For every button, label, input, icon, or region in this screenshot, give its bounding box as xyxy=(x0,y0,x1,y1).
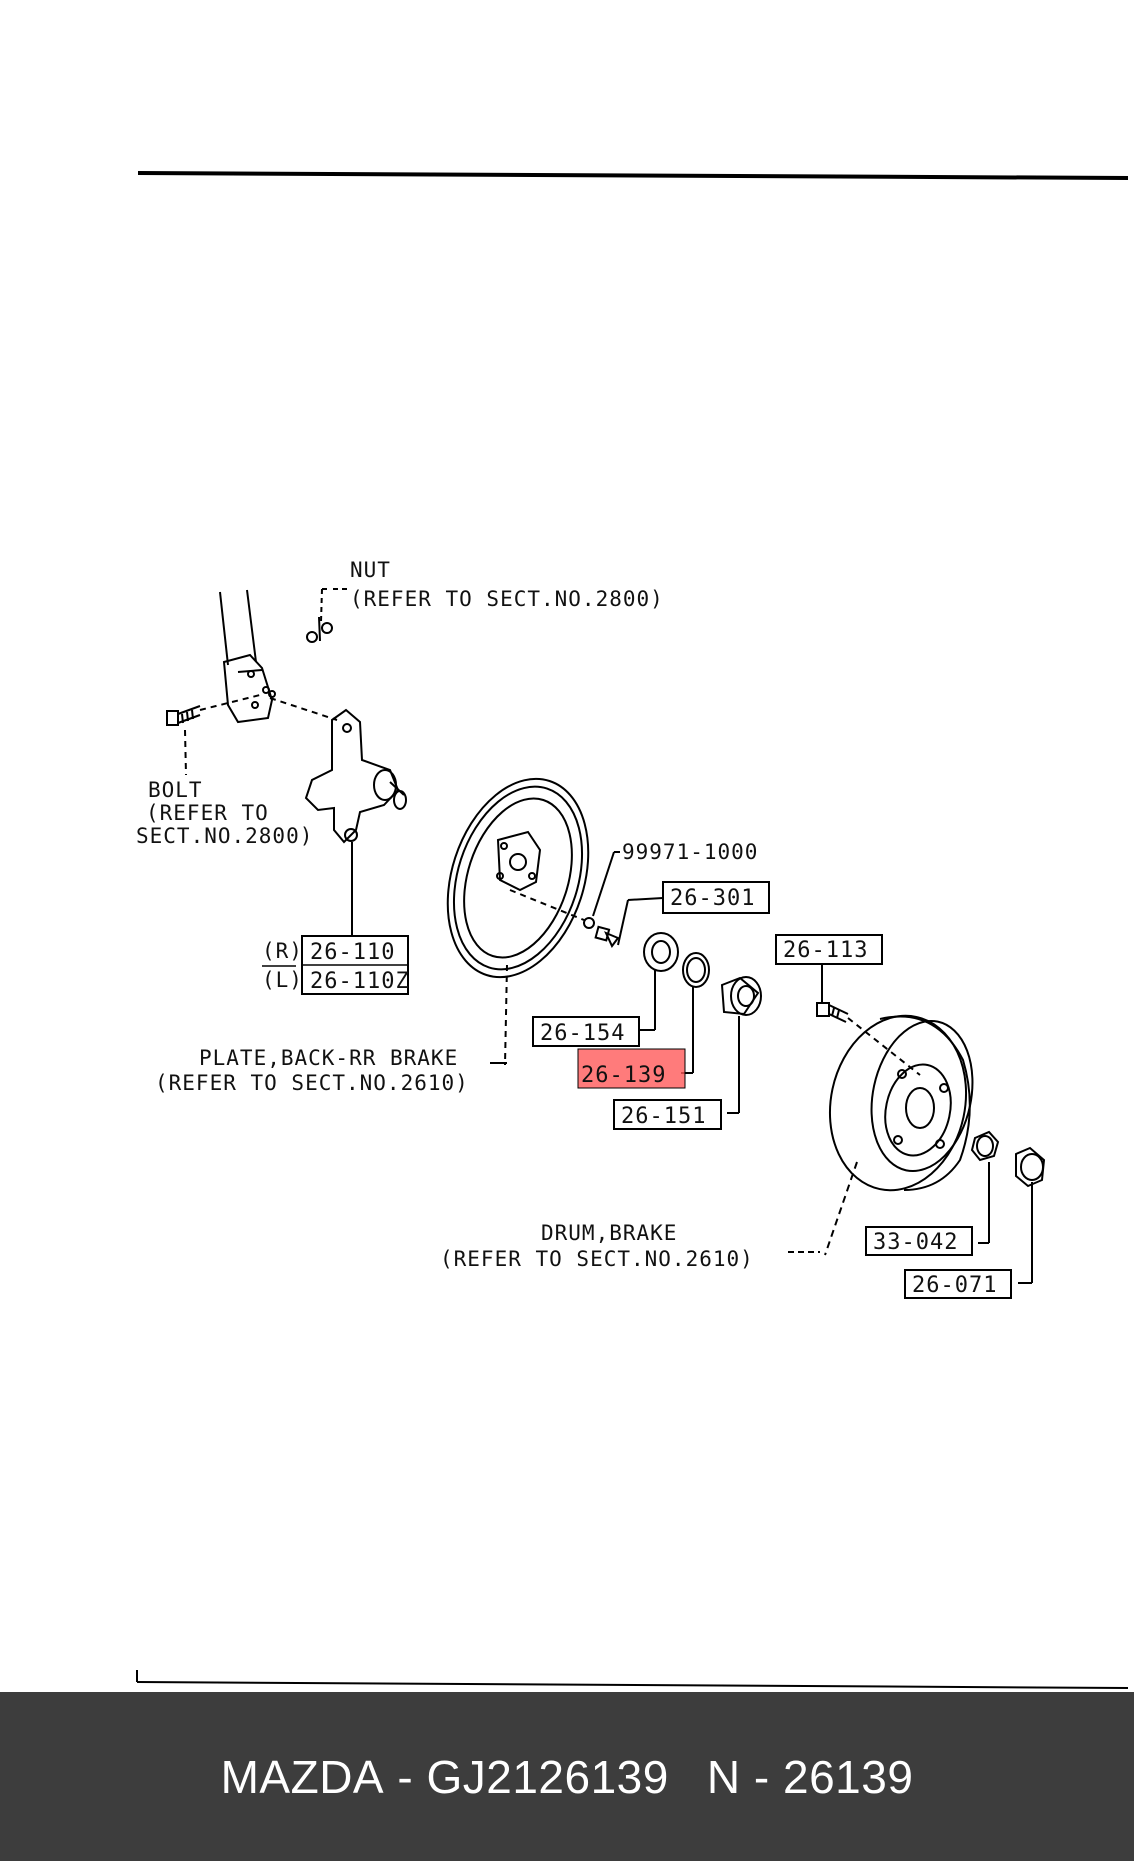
strut-assembly xyxy=(219,589,276,724)
separator-dash: - xyxy=(384,1750,427,1803)
grease-cap-icon xyxy=(1015,1146,1046,1284)
part-box-26-071: 26-071 xyxy=(904,1269,1012,1299)
bearing-26-154-icon xyxy=(640,932,679,1031)
drum-label: DRUM,BRAKE xyxy=(541,1221,677,1245)
plate-label: PLATE,BACK-RR BRAKE xyxy=(199,1046,458,1070)
part-number-26-110z: 26-110Z xyxy=(310,969,410,994)
parts-diagram: NUT (REFER TO SECT.NO.2800) BOLT (REFER … xyxy=(136,171,1129,1689)
separator-dash-2: - xyxy=(740,1750,783,1803)
side-l-label: (L) xyxy=(262,968,303,992)
part-number: GJ2126139 xyxy=(426,1750,669,1803)
part-box-26-301: 26-301 xyxy=(662,881,770,914)
drum-ref-label: (REFER TO SECT.NO.2610) xyxy=(440,1247,754,1271)
nut-icon xyxy=(306,588,347,643)
brake-drum-icon xyxy=(788,1014,974,1256)
part-number-26-110: 26-110 xyxy=(310,940,395,965)
part-number-26-139: 26-139 xyxy=(581,1063,666,1088)
n-label: N xyxy=(706,1750,741,1803)
side-r-label: (R) xyxy=(262,939,303,963)
bearing-26-151-icon xyxy=(720,976,762,1114)
part-box-26-139-highlighted[interactable]: 26-139 xyxy=(577,1048,686,1089)
brand-name: MAZDA xyxy=(220,1750,385,1803)
bottom-frame-line xyxy=(136,1681,1129,1689)
part-box-26-110: 26-110 26-110Z xyxy=(301,935,410,995)
part-number-26-071: 26-071 xyxy=(912,1273,997,1298)
part-info-footer: MAZDA - GJ2126139 N - 26139 xyxy=(0,1692,1134,1861)
n-number: 26139 xyxy=(782,1750,914,1803)
plate-ref-label: (REFER TO SECT.NO.2610) xyxy=(155,1071,469,1095)
part-number-26-113: 26-113 xyxy=(783,938,868,963)
part-number-26-151: 26-151 xyxy=(621,1104,706,1129)
knuckle-icon xyxy=(269,697,407,935)
lock-nut-icon xyxy=(970,1130,1000,1244)
back-plate-icon xyxy=(446,777,590,1066)
part-number-99971-1000: 99971-1000 xyxy=(622,840,758,864)
top-frame-line xyxy=(137,171,1129,180)
part-number-26-301: 26-301 xyxy=(670,886,755,911)
bolt-ref-line2: SECT.NO.2800) xyxy=(136,824,313,848)
bolt-label: BOLT xyxy=(148,778,203,802)
bolt-icon xyxy=(166,694,261,776)
hub-bolt-icon xyxy=(816,963,921,1076)
bolt-ref-line1: (REFER TO xyxy=(146,801,269,825)
nut-label: NUT xyxy=(350,558,391,582)
part-box-26-113: 26-113 xyxy=(775,934,883,965)
stud-icon xyxy=(583,851,664,948)
nut-ref-label: (REFER TO SECT.NO.2800) xyxy=(350,587,664,611)
part-box-33-042: 33-042 xyxy=(865,1226,973,1256)
highlight-box xyxy=(577,1048,686,1089)
part-box-26-151: 26-151 xyxy=(613,1099,722,1130)
part-number-26-154: 26-154 xyxy=(540,1021,625,1046)
part-number-33-042: 33-042 xyxy=(873,1230,958,1255)
part-box-26-154: 26-154 xyxy=(532,1016,640,1047)
